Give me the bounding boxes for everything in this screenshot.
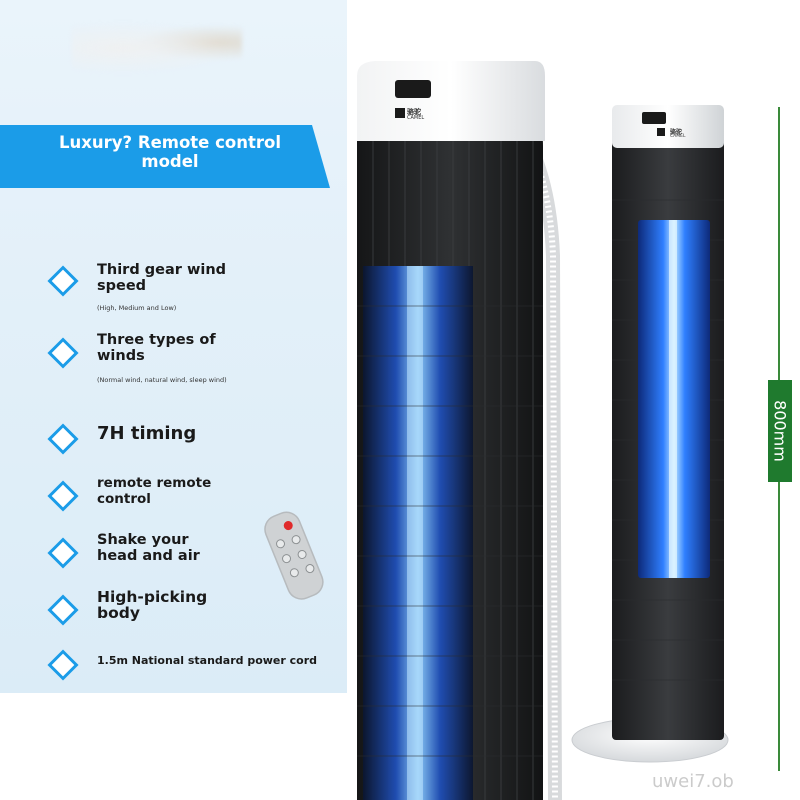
brand-en-small: CAMEL	[670, 134, 686, 139]
blurred-logo	[72, 22, 242, 74]
title-banner	[0, 125, 330, 188]
feature-title: High-picking body	[97, 588, 208, 622]
brand-en-large: CAMEL	[407, 115, 425, 121]
banner-title: Luxury? Remote control model	[59, 133, 281, 171]
feature-title: 1.5m National standard power cord	[97, 654, 318, 667]
watermark: uwei7.ob	[652, 771, 734, 792]
dimension-label: 800mm	[770, 400, 790, 462]
feature-title: remote remote control	[97, 475, 212, 507]
feature-title: Three types of winds	[97, 332, 216, 364]
tower-fan-small	[571, 105, 729, 763]
brand-cn-large: 骆驼	[407, 108, 421, 116]
tower-fan-large	[357, 61, 562, 800]
remote-control-icon	[264, 511, 324, 600]
dimension-label-box	[768, 380, 792, 482]
feature-title: Third gear wind speed	[97, 262, 227, 294]
feature-title: Shake your head and air	[97, 532, 200, 564]
feature-subtitle: (Normal wind, natural wind, sleep wind)	[97, 376, 227, 384]
feature-title: 7H timing	[97, 423, 197, 444]
brand-cn-small: 骆驼	[670, 129, 683, 136]
feature-subtitle: (High, Medium and Low)	[97, 304, 177, 312]
